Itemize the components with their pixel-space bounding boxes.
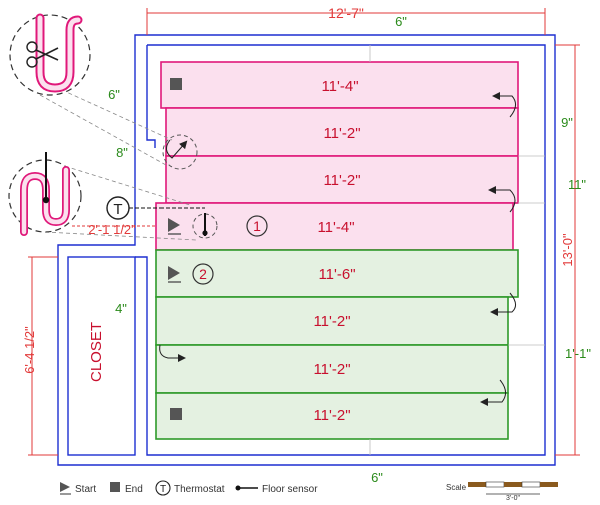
- turn-arrow-icon: [480, 379, 506, 406]
- legend-start-label: Start: [75, 484, 96, 495]
- dim-top-margin: 6": [395, 14, 407, 29]
- zone2-run-4: [155, 392, 509, 440]
- turn-arrows: [159, 92, 516, 406]
- turn-arrow-icon: [488, 186, 516, 213]
- legend-thermostat-icon: T: [155, 480, 171, 496]
- zone2-run-3: [155, 344, 509, 394]
- zone1-run-2: [165, 107, 519, 157]
- zone2-run-1-label: 11'-6": [318, 266, 355, 283]
- walls: [57, 34, 556, 466]
- outer-wall: [57, 34, 556, 466]
- scale-bar: Scale 3'-0": [446, 481, 558, 502]
- zone1-run-1: [160, 61, 519, 109]
- zone1-run-4-label: 11'-4": [317, 219, 354, 236]
- floor-sensor-tip-icon: [202, 230, 208, 236]
- dim-right-lower: 1'-1": [565, 346, 591, 361]
- dim-closet-height: 6'-4 1/2": [22, 326, 37, 374]
- sensor-detail-circle: [162, 134, 198, 170]
- zone1-start-icon: [168, 218, 181, 235]
- sensor-detail-bubble: [8, 152, 197, 241]
- dim-bottom-margin: 6": [371, 470, 383, 485]
- svg-text:T: T: [160, 484, 166, 495]
- svg-text:2: 2: [199, 266, 207, 282]
- legend-floor-sensor-icon: [235, 485, 258, 491]
- zone-2: [155, 249, 519, 440]
- zone-1: [155, 61, 519, 251]
- legend-end-icon: [110, 482, 120, 492]
- turn-arrow-icon: [159, 344, 186, 362]
- zone2-start-icon: [168, 266, 181, 283]
- zone2-run-4-label: 11'-2": [313, 407, 350, 424]
- dim-right-upper: 9": [561, 115, 573, 130]
- dim-top-total: 12'-7": [328, 5, 364, 21]
- zone1-run-2-label: 11'-2": [323, 125, 360, 142]
- legend: Start End T Thermostat Floor sensor: [60, 480, 318, 496]
- cut-detail-bubble: [9, 13, 173, 166]
- dim-right-total: 13'-0": [560, 233, 575, 267]
- svg-text:T: T: [113, 201, 122, 218]
- turn-arrow-icon: [166, 139, 188, 159]
- zone1-run-1-label: 11'-4": [321, 78, 358, 95]
- zone2-end-icon: [170, 408, 182, 420]
- closet-wall: [67, 256, 136, 456]
- closet-label: CLOSET: [88, 322, 105, 382]
- svg-text:1: 1: [253, 218, 261, 234]
- margin-lines: [369, 45, 545, 455]
- zone1-end-icon: [170, 78, 182, 90]
- legend-thermostat-label: Thermostat: [174, 484, 225, 495]
- zone1-run-3: [165, 155, 519, 204]
- legend-start-icon: [60, 482, 71, 495]
- zone2-run-2-label: 11'-2": [313, 313, 350, 330]
- svg-text:Scale: Scale: [446, 483, 467, 492]
- inner-wall: [135, 44, 546, 456]
- dim-left-top: 6": [108, 87, 120, 102]
- legend-sensor-label: Floor sensor: [262, 484, 318, 495]
- zone2-run-1: [155, 249, 519, 298]
- scissors-icon: [26, 41, 59, 68]
- svg-text:3'-0": 3'-0": [506, 495, 520, 502]
- zone-1-number: 1: [246, 215, 268, 237]
- dimension-lines: [28, 8, 580, 456]
- zone-2-number: 2: [192, 263, 214, 285]
- zone1-run-3-label: 11'-2": [323, 172, 360, 189]
- thermostat-icon: T: [106, 196, 130, 220]
- dim-left-notch: 8": [116, 145, 128, 160]
- zone2-run-3-label: 11'-2": [313, 361, 350, 378]
- dim-right-mid: 11": [568, 177, 586, 192]
- dim-thermostat-offset: 2'-1 1/2": [88, 222, 136, 237]
- turn-arrow-icon: [492, 92, 516, 118]
- legend-end-label: End: [125, 484, 143, 495]
- notch-wall: [146, 45, 156, 148]
- turn-arrow-icon: [490, 292, 516, 316]
- dim-left-gap: 4": [115, 301, 127, 316]
